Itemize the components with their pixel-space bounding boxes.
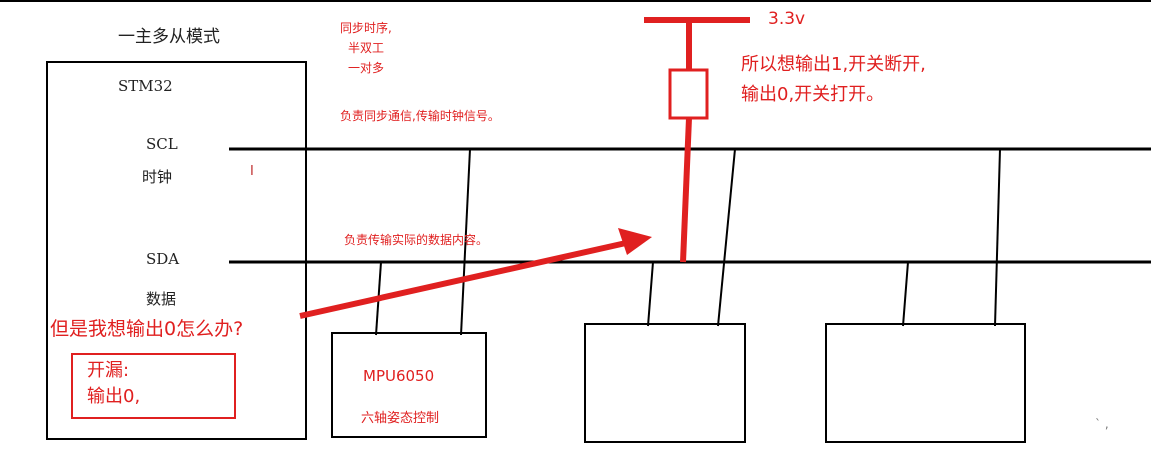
slave2-sda-wire <box>647 261 654 327</box>
red-arrow-head <box>618 228 652 255</box>
slave3-sda-wire <box>902 261 909 327</box>
master-name: STM32 <box>118 77 173 95</box>
sda-sublabel: 数据 <box>146 290 177 308</box>
slave1-scl-wire <box>460 148 471 336</box>
slave-box-mpu6050 <box>331 332 487 438</box>
explanation-line: 输出0,开关打开。 <box>741 84 885 105</box>
sda-label: SDA <box>146 250 180 268</box>
stray-mark: ` , <box>1095 417 1109 431</box>
red-arrow-line <box>299 240 627 319</box>
scl-description: 负责同步通信,传输时钟信号。 <box>340 109 500 123</box>
slave3-scl-wire <box>994 148 1001 327</box>
diagram-title: 一主多从模式 <box>118 27 220 47</box>
sync-note-line: 半双工 <box>348 41 385 55</box>
slave1-desc: 六轴姿态控制 <box>361 411 440 426</box>
question-text: 但是我想输出0怎么办? <box>50 318 244 340</box>
cursor-mark: I <box>250 164 254 179</box>
scl-label: SCL <box>146 135 178 153</box>
open-drain-line: 输出0, <box>87 386 141 407</box>
sync-note-line: 一对多 <box>348 61 385 75</box>
slave2-scl-wire <box>717 148 736 327</box>
scl-sublabel: 时钟 <box>142 168 173 186</box>
pullup-resistor <box>668 68 709 120</box>
open-drain-box <box>71 353 236 419</box>
slave1-name: MPU6050 <box>363 367 435 385</box>
sda-description: 负责传输实际的数据内容。 <box>344 233 489 247</box>
slave-box-3 <box>825 323 1026 443</box>
pullup-wire-bottom <box>680 117 692 263</box>
vcc-label: 3.3v <box>768 9 806 29</box>
sync-notes: 同步时序, 半双工 一对多 <box>340 18 392 78</box>
open-drain-line: 开漏: <box>87 360 130 381</box>
sync-note-line: 同步时序, <box>340 21 392 35</box>
slave-box-2 <box>584 323 746 443</box>
master-box <box>46 61 307 440</box>
explanation-line: 所以想输出1,开关断开, <box>741 54 926 75</box>
pullup-explanation: 所以想输出1,开关断开, 输出0,开关打开。 <box>741 50 926 110</box>
open-drain-text: 开漏: 输出0, <box>87 358 140 410</box>
